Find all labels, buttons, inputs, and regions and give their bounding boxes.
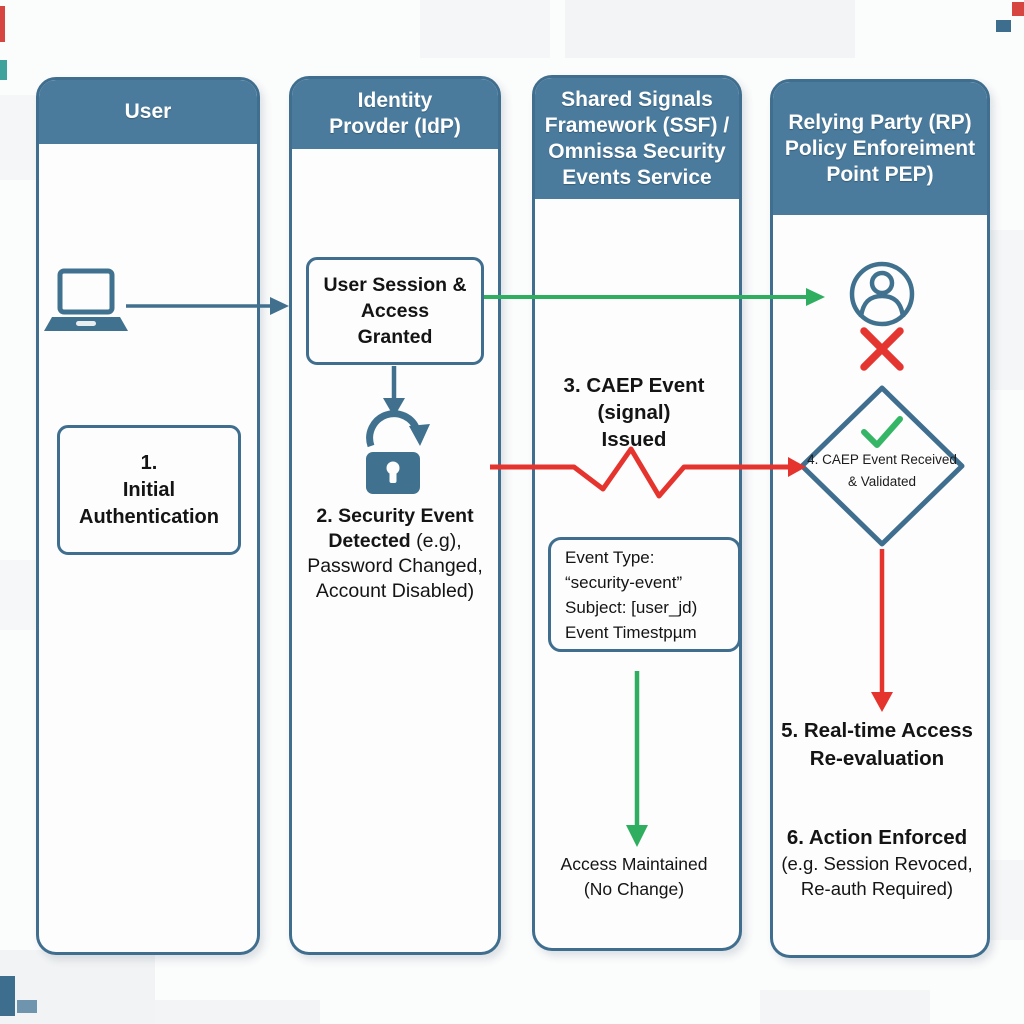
lane-ssf-title-line: Omnissa Security [548,139,726,163]
lane-rp-title-line: Point PEP) [826,162,934,186]
lane-rp-header: Relying Party (RP) Policy Enforeiment Po… [773,82,987,215]
initial-authentication-line: Authentication [79,505,219,528]
action-enforced-line: 6. Action Enforced [786,826,968,849]
bg-tile [990,230,1024,390]
bg-accent-red [0,6,5,42]
bg-accent-blue [17,1000,37,1013]
caep-event-line: 3. CAEP Event [563,374,705,397]
lane-ssf-header: Shared Signals Framework (SSF) / Omnissa… [535,78,739,199]
initial-authentication-box: 1. Initial Authentication [57,425,241,555]
reevaluation-line: Re-evaluation [809,747,945,770]
bg-tile [420,0,550,58]
initial-authentication-line: 1. [140,451,158,474]
security-event-line: Account Disabled) [315,580,475,602]
bg-tile [0,95,38,180]
bg-tile [565,0,855,58]
lane-ssf-title-line: Events Service [562,165,712,189]
caep-event-issued-label: 3. CAEP Event (signal) Issued [532,372,736,453]
lane-ssf-title-line: Shared Signals [561,87,713,111]
session-granted-box: User Session & Access Granted [306,257,484,365]
security-event-detected-label: 2. Security Event Detected (e.g), Passwo… [289,504,501,604]
session-granted-line: Granted [357,326,433,348]
lane-ssf-title-line: Framework (SSF) / [544,113,730,137]
diamond-label-line: & Validated [847,474,917,489]
reevaluation-line: 5. Real-time Access [781,719,973,742]
lane-idp: Identity Provder (IdP) [289,76,501,955]
reevaluation-label: 5. Real-time Access Re-evaluation [770,717,984,773]
event-payload-line: Subject: [user_jd) [565,597,698,617]
action-enforced-line: (e.g. Session Revoced, [781,853,973,874]
caep-event-line: Issued [601,428,667,451]
action-enforced-line: Re-auth Required) [800,878,954,899]
security-event-line: Detected (e.g), [328,530,462,552]
event-payload-box: Event Type: “security-event” Subject: [u… [548,537,741,652]
lane-rp-title-line: Relying Party (RP) [788,110,972,134]
session-granted-line: Access [360,300,430,322]
bg-accent-blue [996,20,1011,32]
lane-ssf: Shared Signals Framework (SSF) / Omnissa… [532,75,742,951]
security-event-line: Password Changed, [307,555,483,577]
bg-accent-blue [0,976,15,1016]
lane-idp-header: Identity Provder (IdP) [292,79,498,149]
security-event-line: 2. Security Event [316,505,474,527]
action-enforced-label: 6. Action Enforced (e.g. Session Revoced… [766,824,988,901]
diamond-label-line: 4. CAEP Event Received [807,452,957,467]
bg-accent-teal [0,60,7,80]
caep-event-line: (signal) [597,401,671,424]
bg-tile [760,990,930,1024]
event-payload-line: Event Type: [565,547,655,567]
event-payload-line: Event Timestpµm [565,622,697,642]
session-granted-line: User Session & [323,274,467,296]
access-maintained-line: Access Maintained [560,854,708,874]
lane-idp-title-line: Provder (IdP) [329,115,461,138]
lane-user-title: User [124,100,172,123]
event-payload-line: “security-event” [565,572,683,592]
access-maintained-label: Access Maintained (No Change) [532,852,736,902]
lane-idp-title-line: Identity [357,89,433,112]
diamond-label: 4. CAEP Event Received & Validated [786,449,978,493]
lane-rp-title-line: Policy Enforeiment [784,136,976,160]
access-maintained-line: (No Change) [583,879,685,899]
lane-user-header: User [39,80,257,144]
bg-accent-red [1012,2,1024,16]
bg-tile [155,1000,320,1024]
initial-authentication-line: Initial [122,478,176,501]
